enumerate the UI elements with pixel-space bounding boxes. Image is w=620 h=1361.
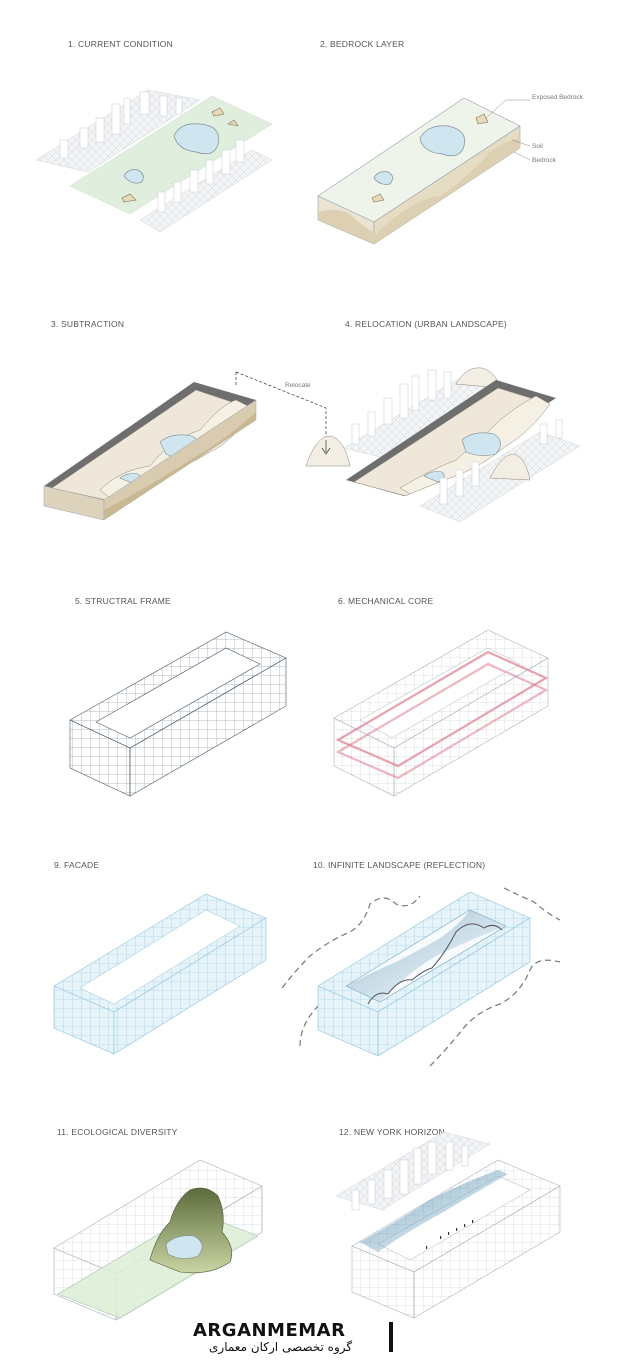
pit-side-wave — [104, 412, 256, 520]
panel-new-york-horizon — [335, 1131, 561, 1319]
mechanical-core-ring-upper — [335, 650, 549, 768]
facade-side — [113, 917, 267, 1055]
park-strip — [69, 95, 273, 215]
panel-title-subtraction: 3. SUBTRACTION — [51, 319, 125, 329]
reflect-skyline — [346, 910, 506, 1002]
landscape-dashed-line — [281, 895, 421, 989]
panel-title-structral-frame: 5. STRUCTRAL FRAME — [75, 596, 171, 606]
down-arrow-icon — [321, 440, 331, 455]
relocate-arrow — [235, 371, 327, 440]
city-towers — [351, 1141, 469, 1211]
callout-exposed-bedrock: Exposed Bedrock — [532, 94, 583, 101]
panel-title-relocation: 4. RELOCATION (URBAN LANDSCAPE) — [345, 319, 507, 329]
park-lake — [173, 123, 219, 155]
panel-current-condition — [35, 89, 273, 233]
city-towers-left — [59, 91, 183, 159]
panel-title-current-condition: 1. CURRENT CONDITION — [68, 39, 173, 49]
facade-courtyard — [79, 909, 241, 1005]
city-block-right — [139, 149, 273, 233]
panel-relocation — [343, 367, 581, 523]
logo-main-text: ARGANMEMAR — [193, 1320, 346, 1341]
bedrock-lake — [419, 125, 465, 157]
panel-infinite-landscape — [281, 887, 561, 1067]
bedrock-wave — [318, 209, 374, 244]
callout-bedrock: Bedrock — [532, 157, 556, 164]
horizon-people — [426, 1220, 474, 1249]
exposed-bedrock-rock — [371, 193, 385, 203]
city-towers-right — [157, 139, 245, 213]
landscape-dashed-line — [503, 887, 561, 921]
callout-leader — [511, 139, 531, 147]
mountain-ridge-line — [367, 923, 503, 1005]
park-rock — [121, 193, 137, 203]
panel-mechanical-core — [333, 629, 549, 797]
bedrock-wave — [374, 138, 520, 244]
callout-leader — [513, 151, 531, 161]
callout-relocate: Relocate — [285, 382, 311, 389]
park-pond — [123, 169, 144, 184]
city-towers — [351, 369, 452, 445]
callout-leader — [485, 99, 530, 119]
panel-bedrock-layer — [317, 97, 531, 245]
panel-title-bedrock-layer: 2. BEDROCK LAYER — [320, 39, 405, 49]
facade-panels — [150, 859, 168, 874]
panel-subtraction — [43, 371, 351, 521]
callout-soil: Soil — [532, 143, 543, 150]
pit-lake — [461, 432, 501, 456]
bedrock-pond — [373, 171, 393, 185]
logo-arganmemar: ARGANMEMAR گروه تخصصی ارکان معماری — [193, 1320, 403, 1356]
relocated-mound-front — [489, 453, 531, 481]
horizon-skyline-reflection — [360, 1170, 508, 1252]
eco-lake — [165, 1235, 203, 1259]
core-side — [393, 657, 549, 797]
city-towers-front — [439, 419, 563, 505]
panel-title-mechanical-core: 6. MECHANICAL CORE — [338, 596, 434, 606]
panel-facade — [53, 859, 267, 1055]
mechanical-core-ring-lower — [335, 662, 549, 780]
panel-title-infinite-landscape: 10. INFINITE LANDSCAPE (REFLECTION) — [313, 860, 486, 870]
panel-title-ecological-diversity: 11. ECOLOGICAL DIVERSITY — [57, 1127, 178, 1137]
panel-ecological-diversity — [53, 1159, 263, 1321]
logo-sub-text: گروه تخصصی ارکان معماری — [209, 1340, 353, 1354]
landscape-dashed-line — [429, 959, 561, 1067]
park-rock — [227, 119, 239, 127]
frame-courtyard — [95, 647, 261, 739]
frame-side — [129, 657, 287, 797]
panel-title-new-york-horizon: 12. NEW YORK HORIZON — [339, 1127, 445, 1137]
horizon-frame-side — [413, 1185, 561, 1319]
logo-bar — [389, 1322, 393, 1352]
reflect-side — [377, 917, 531, 1057]
panel-title-facade: 9. FACADE — [54, 860, 100, 870]
exposed-bedrock-rock — [475, 113, 489, 125]
park-rock — [211, 107, 225, 117]
panel-structral-frame — [69, 631, 287, 797]
